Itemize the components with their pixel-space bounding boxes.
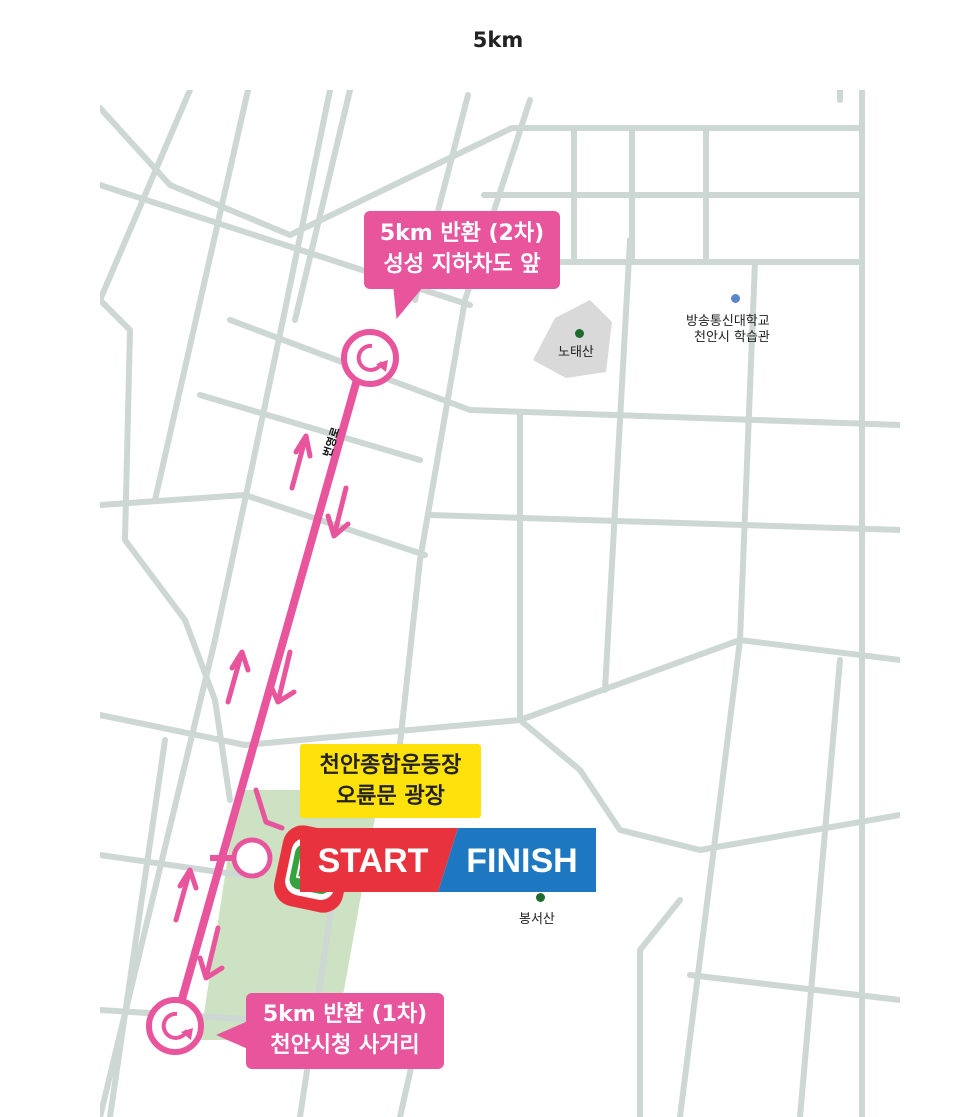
notaesan-label: 노태산: [558, 345, 594, 360]
street-network: [100, 90, 900, 1117]
knou-dot: [731, 294, 740, 303]
start-finish-banner: START FINISH: [300, 828, 596, 892]
bongseosan-dot: [536, 893, 545, 902]
bongseosan-label: 봉서산: [519, 912, 555, 927]
notaesan-area: [533, 300, 612, 378]
start-point-marker: [231, 837, 273, 879]
turnaround-1-location: 천안시청 사거리: [270, 1033, 420, 1058]
knou-label-line1: 방송통신대학교: [686, 314, 770, 329]
notaesan-dot: [575, 329, 584, 338]
knou-label-line2: 천안시 학습관: [694, 330, 770, 345]
start-label: START: [318, 842, 429, 880]
direction-arrows: [173, 433, 351, 981]
map-title: 5km: [472, 28, 524, 52]
venue-line1: 천안종합운동장: [319, 753, 462, 778]
finish-label: FINISH: [466, 842, 577, 880]
u-turn-1-icon: [146, 997, 204, 1055]
venue-line2: 오륜문 광장: [336, 784, 445, 809]
turnaround-2-title: 5km 반환 (2차): [379, 221, 545, 246]
turnaround-2-location: 성성 지하차도 앞: [383, 252, 541, 277]
turnaround-1-title: 5km 반환 (1차): [262, 1002, 428, 1027]
u-turn-2-icon: [341, 329, 399, 387]
route-line: [171, 358, 366, 1028]
venue-label: 천안종합운동장 오륜문 광장: [300, 744, 481, 818]
turnaround-2-callout: 5km 반환 (2차) 성성 지하차도 앞: [364, 211, 560, 319]
turnaround-1-callout: 5km 반환 (1차) 천안시청 사거리: [216, 993, 444, 1069]
